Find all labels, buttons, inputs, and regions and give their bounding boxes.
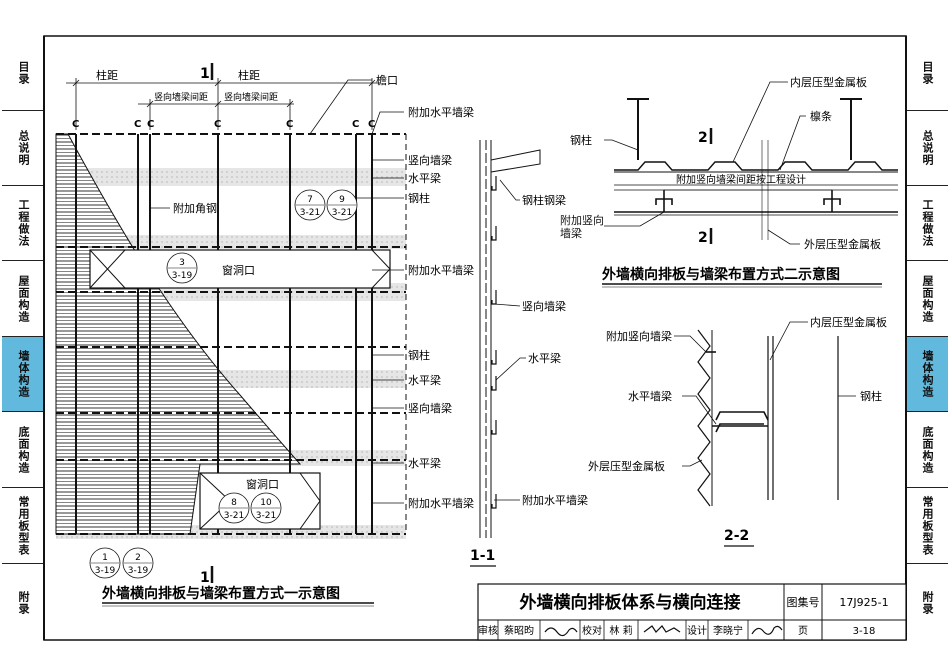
tab-wall-r[interactable]: 墙体构造 [906, 337, 948, 412]
ref-2-num: 2 [135, 553, 141, 563]
label-add-hbeam-3: 附加水平墙梁 [408, 496, 474, 510]
label-eave: 檐口 [376, 73, 398, 87]
s22-label-hbeam: 水平墙梁 [628, 389, 672, 403]
tab-panels[interactable]: 常用板型表 [2, 488, 44, 564]
ref-9-page: 3-21 [332, 208, 352, 218]
d2-label-add-vbeam: 附加竖向墙梁 [560, 214, 604, 240]
ref-1-page: 3-19 [95, 566, 116, 576]
section-mark-bottom: 1 [200, 570, 210, 586]
s22-label-outer-panel: 外层压型金属板 [588, 459, 665, 473]
tab-methods-r[interactable]: 工程做法 [906, 186, 948, 261]
tab-contents[interactable]: 目录 [2, 36, 44, 111]
ref-8-page: 3-21 [224, 511, 244, 521]
col-mark: C [352, 119, 359, 130]
d2-label-spacing: 附加竖向墙梁间距按工程设计 [676, 173, 806, 186]
tab-wall[interactable]: 墙体构造 [2, 337, 44, 412]
tab-contents-r[interactable]: 目录 [906, 36, 948, 111]
tab-roof-r[interactable]: 屋面构造 [906, 261, 948, 337]
titleblock-review-label: 审核 [478, 624, 498, 637]
s22-label-inner-panel: 内层压型金属板 [810, 315, 887, 329]
label-vbeam-2: 竖向墙梁 [408, 401, 452, 415]
diagram-2-title: 外墙横向排板与墙梁布置方式二示意图 [602, 266, 840, 283]
diagram-1: C C C C C C C 柱距 柱距 竖向墙梁间距 竖向墙梁间距 1 1 [55, 63, 474, 607]
label-add-hbeam-1: 附加水平墙梁 [408, 105, 474, 119]
tab-general[interactable]: 总说明 [2, 111, 44, 186]
d2-section-mark-top: 2 [698, 130, 708, 146]
label-hbeam-2: 水平梁 [408, 373, 441, 387]
s11-label-col-beam: 钢柱钢梁 [522, 193, 566, 207]
section-1-1: 钢柱钢梁 竖向墙梁 水平梁 附加水平墙梁 1-1 [470, 140, 588, 567]
ref-7-page: 3-21 [300, 208, 320, 218]
ref-3-page: 3-19 [172, 271, 193, 281]
tab-methods[interactable]: 工程做法 [2, 186, 44, 261]
tab-appendix-r[interactable]: 附录 [921, 591, 934, 615]
titleblock-atlas-label: 图集号 [787, 595, 820, 609]
s11-label-hbeam: 水平梁 [528, 351, 561, 365]
diagram-2: 2 2 内层压型金属板 檩条 钢柱 附加竖向墙梁间距按工程设计 附加竖向墙梁 外… [560, 75, 898, 288]
label-corner-angle: 附加角钢 [173, 201, 217, 215]
d2-label-purlin: 檩条 [810, 109, 832, 123]
section-1-1-title: 1-1 [470, 548, 495, 564]
titleblock-page-label: 页 [798, 625, 808, 637]
titleblock-page-no: 3-18 [853, 626, 876, 637]
tab-general-r[interactable]: 总说明 [906, 111, 948, 186]
ref-8-num: 8 [231, 498, 237, 508]
ref-9-num: 9 [339, 195, 345, 205]
titleblock-title: 外墙横向排板体系与横向连接 [520, 592, 741, 613]
tab-panels-r[interactable]: 常用板型表 [906, 488, 948, 564]
s11-label-vbeam: 竖向墙梁 [522, 299, 566, 313]
ref-10-page: 3-21 [256, 511, 276, 521]
tab-bottom[interactable]: 底面构造 [2, 412, 44, 488]
tab-roof[interactable]: 屋面构造 [2, 261, 44, 337]
titleblock-design-name: 李晓宁 [713, 624, 743, 637]
section-2-2-title: 2-2 [724, 528, 749, 544]
s22-label-add-vbeam: 附加竖向墙梁 [606, 329, 672, 343]
ref-7-num: 7 [307, 195, 313, 205]
titleblock-design-label: 设计 [687, 624, 707, 637]
section-2-2: 附加竖向墙梁 内层压型金属板 水平墙梁 钢柱 外层压型金属板 2-2 [588, 315, 887, 547]
dim-beam-left: 竖向墙梁间距 [154, 91, 208, 103]
ref-2-page: 3-19 [128, 566, 149, 576]
sidebar-right: 目录 总说明 工程做法 屋面构造 墙体构造 底面构造 常用板型表 附录 [906, 36, 948, 642]
label-window-1: 窗洞口 [222, 263, 255, 277]
signature-design [751, 625, 783, 635]
ref-1-num: 1 [102, 553, 108, 563]
title-block: 外墙横向排板体系与横向连接 图集号 17J925-1 审核 蔡昭昀 校对 林 莉… [477, 583, 907, 641]
tab-appendix[interactable]: 附录 [17, 591, 30, 615]
d2-label-inner-panel: 内层压型金属板 [790, 75, 867, 89]
col-mark: C [134, 119, 141, 130]
titleblock-review-name: 蔡昭昀 [504, 624, 534, 637]
d2-label-outer-panel: 外层压型金属板 [804, 237, 881, 251]
ref-10-num: 10 [260, 498, 272, 508]
s11-label-add-hbeam: 附加水平墙梁 [522, 493, 588, 507]
titleblock-check-name: 林 莉 [609, 624, 632, 637]
label-hbeam-1: 水平梁 [408, 171, 441, 185]
signature-check [643, 625, 681, 633]
titleblock-atlas-no: 17J925-1 [839, 596, 888, 609]
tab-bottom-r[interactable]: 底面构造 [906, 412, 948, 488]
s22-label-column: 钢柱 [860, 389, 882, 403]
label-column-2: 钢柱 [408, 348, 430, 362]
dim-column-left: 柱距 [96, 68, 118, 82]
label-column-1: 钢柱 [408, 191, 430, 205]
dim-column-right: 柱距 [238, 68, 260, 82]
sidebar-left: 目录 总说明 工程做法 屋面构造 墙体构造 底面构造 常用板型表 附录 [2, 36, 44, 642]
d2-label-column: 钢柱 [570, 133, 592, 147]
label-vbeam-1: 竖向墙梁 [408, 153, 452, 167]
signature-review [544, 627, 578, 637]
dim-beam-right: 竖向墙梁间距 [224, 91, 278, 103]
label-window-2: 窗洞口 [246, 477, 279, 491]
col-mark: C [147, 119, 154, 130]
label-hbeam-3: 水平梁 [408, 456, 441, 470]
d2-section-mark-bottom: 2 [698, 230, 708, 246]
titleblock-check-label: 校对 [582, 624, 602, 637]
section-mark-top: 1 [200, 66, 210, 82]
ref-3-num: 3 [179, 258, 185, 268]
label-add-hbeam-2: 附加水平墙梁 [408, 263, 474, 277]
diagram-1-title: 外墙横向排板与墙梁布置方式一示意图 [102, 585, 340, 602]
